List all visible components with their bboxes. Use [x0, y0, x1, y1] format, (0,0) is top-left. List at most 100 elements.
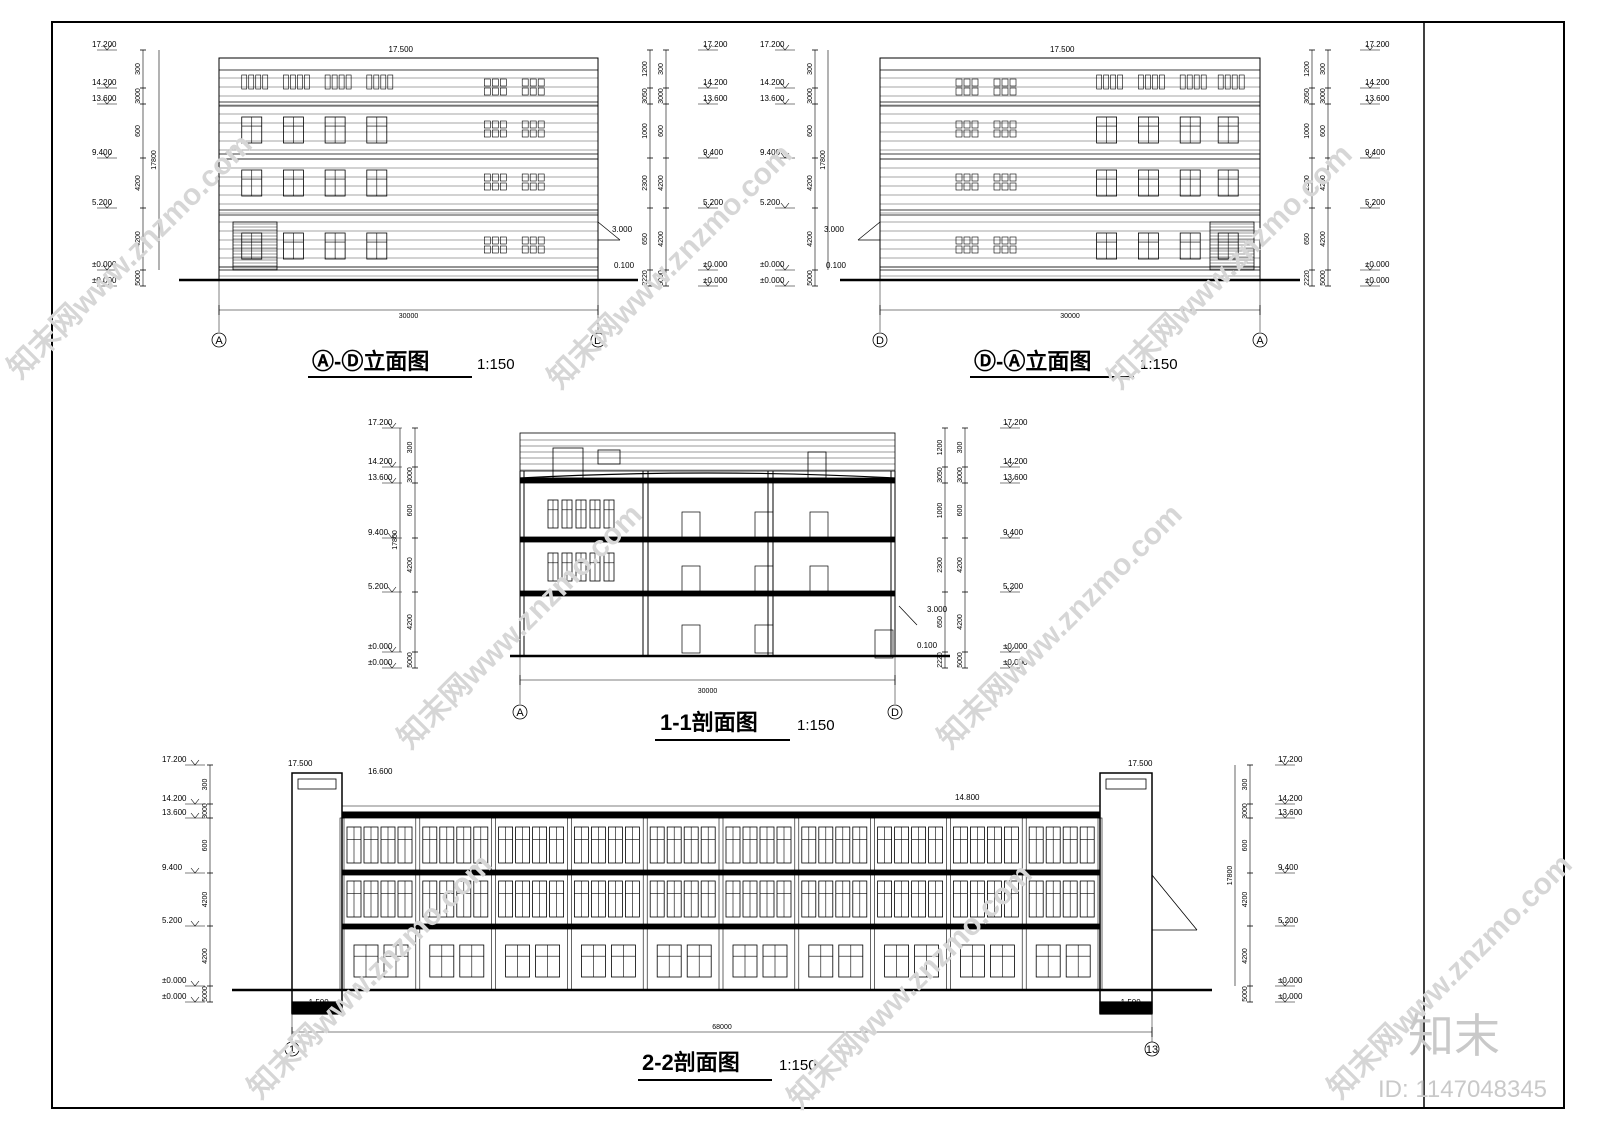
dimension-value: 650 — [642, 233, 649, 245]
window — [483, 120, 491, 129]
dimension-value: 300 — [135, 63, 142, 75]
window — [491, 87, 499, 96]
window — [1009, 78, 1017, 87]
span-dimension: 30000 — [1060, 313, 1080, 320]
level-value: 9.400 — [1003, 528, 1024, 537]
dimension-value: 3000 — [658, 88, 665, 104]
window — [491, 182, 499, 191]
level-value: ±0.000 — [760, 276, 785, 285]
window — [324, 74, 331, 90]
window — [366, 74, 373, 90]
level-marker — [1280, 920, 1290, 927]
door — [809, 565, 829, 595]
level-marker — [780, 82, 790, 89]
dimension-value: 4200 — [1242, 948, 1249, 964]
level-value: ±0.000 — [368, 642, 393, 651]
canopy — [857, 221, 881, 241]
window — [537, 173, 545, 182]
roof-level: 17.500 — [1128, 759, 1153, 768]
window — [971, 120, 979, 129]
dimension-value: 300 — [202, 779, 209, 791]
level-value: 14.200 — [703, 78, 728, 87]
level-value: 17.200 — [703, 40, 728, 49]
window — [1001, 129, 1009, 138]
level-value: 14.200 — [92, 78, 117, 87]
door — [681, 624, 701, 654]
door — [681, 511, 701, 541]
level-marker — [190, 980, 200, 987]
roof-level: 16.600 — [368, 767, 393, 776]
door — [809, 511, 829, 541]
dimension-value: 5000 — [1320, 270, 1327, 286]
dimension-value: 650 — [1304, 233, 1311, 245]
window — [491, 120, 499, 129]
window — [993, 245, 1001, 254]
dimension-value: 5000 — [407, 652, 414, 668]
view-scale: 1:150 — [1140, 356, 1178, 373]
dimension-value: 600 — [1320, 125, 1327, 137]
stair-tower — [1099, 772, 1153, 1014]
window — [1238, 74, 1245, 90]
level-marker — [102, 82, 112, 89]
level-marker — [1005, 532, 1015, 539]
window — [491, 236, 499, 245]
level-marker — [387, 461, 397, 468]
level-value: ±0.000 — [703, 276, 728, 285]
dimension-value: 600 — [658, 125, 665, 137]
axis-label: 1 — [289, 1044, 295, 1056]
canopy — [1151, 874, 1198, 931]
window — [1001, 78, 1009, 87]
window — [387, 74, 394, 90]
window — [537, 182, 545, 191]
window — [483, 129, 491, 138]
level-value: 14.200 — [760, 78, 785, 87]
window — [521, 182, 529, 191]
level-value: 14.200 — [1365, 78, 1390, 87]
window — [483, 78, 491, 87]
level-value: ±0.000 — [162, 976, 187, 985]
level-marker — [1005, 646, 1015, 653]
level-value: 5.200 — [92, 198, 113, 207]
level-value: 17.200 — [162, 755, 187, 764]
section-2-2: 17.20014.20013.6009.4005.200±0.000±0.000… — [162, 755, 1303, 1057]
level-marker — [387, 422, 397, 429]
level-marker — [1365, 98, 1375, 105]
building-outline — [218, 57, 599, 281]
window — [537, 120, 545, 129]
window — [963, 173, 971, 182]
axis-label: D — [876, 335, 884, 347]
level-marker — [703, 264, 713, 271]
dimension-total: 17800 — [1227, 866, 1234, 886]
window — [1110, 74, 1116, 90]
canopy — [898, 605, 918, 626]
window — [380, 74, 387, 90]
window — [290, 74, 296, 90]
level-value: 5.200 — [368, 582, 389, 591]
roof-level: 14.800 — [955, 793, 980, 802]
window — [1001, 173, 1009, 182]
level-value: 5.200 — [1278, 916, 1299, 925]
level-marker — [780, 44, 790, 51]
level-value: ±0.000 — [1278, 976, 1303, 985]
window — [499, 182, 507, 191]
title-section-1-1: 1-1剖面图 1:150 — [655, 710, 835, 741]
level-value: 17.200 — [1278, 755, 1303, 764]
level-marker — [1280, 996, 1290, 1003]
level-value: ±0.000 — [162, 992, 187, 1001]
window — [1145, 74, 1151, 90]
step-level: 0.100 — [917, 641, 938, 650]
level-marker — [190, 867, 200, 874]
window — [963, 236, 971, 245]
window — [993, 78, 1001, 87]
level-value: 14.200 — [368, 457, 393, 466]
dimension-value: 2300 — [1304, 175, 1311, 191]
window — [262, 74, 269, 90]
window — [963, 120, 971, 129]
axis-bubble — [211, 332, 227, 348]
column — [794, 817, 800, 991]
dimension-value: 4200 — [202, 892, 209, 908]
window — [537, 87, 545, 96]
window — [955, 173, 963, 182]
dimension-value: 2220 — [937, 652, 944, 668]
dimension-value: 600 — [407, 505, 414, 517]
